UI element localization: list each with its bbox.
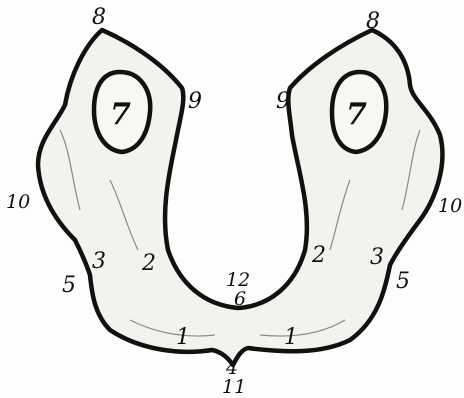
label-inner-mid-left: 2: [141, 251, 156, 276]
label-lower-left: 1: [176, 325, 190, 350]
label-inner-top-left: 9: [188, 89, 202, 114]
label-outer-mid-right: 10: [438, 195, 462, 217]
label-lower-right: 1: [284, 325, 298, 350]
label-base-bottom: 11: [222, 376, 246, 398]
label-hole-right: 7: [346, 97, 367, 132]
horseshoe-outline: [38, 30, 442, 365]
label-corner-left: 3: [92, 249, 106, 274]
label-outer-low-left: 5: [62, 273, 76, 298]
label-outer-low-right: 5: [396, 269, 410, 294]
label-inner-mid-right: 2: [311, 243, 326, 268]
label-corner-right: 3: [370, 245, 384, 270]
label-inner-top-right: 9: [276, 89, 290, 114]
label-hole-left: 7: [110, 97, 131, 132]
label-top-left: 8: [92, 5, 106, 30]
label-arch-bottom: 6: [234, 288, 246, 310]
label-outer-mid-left: 10: [6, 191, 30, 213]
label-top-right: 8: [366, 9, 380, 34]
